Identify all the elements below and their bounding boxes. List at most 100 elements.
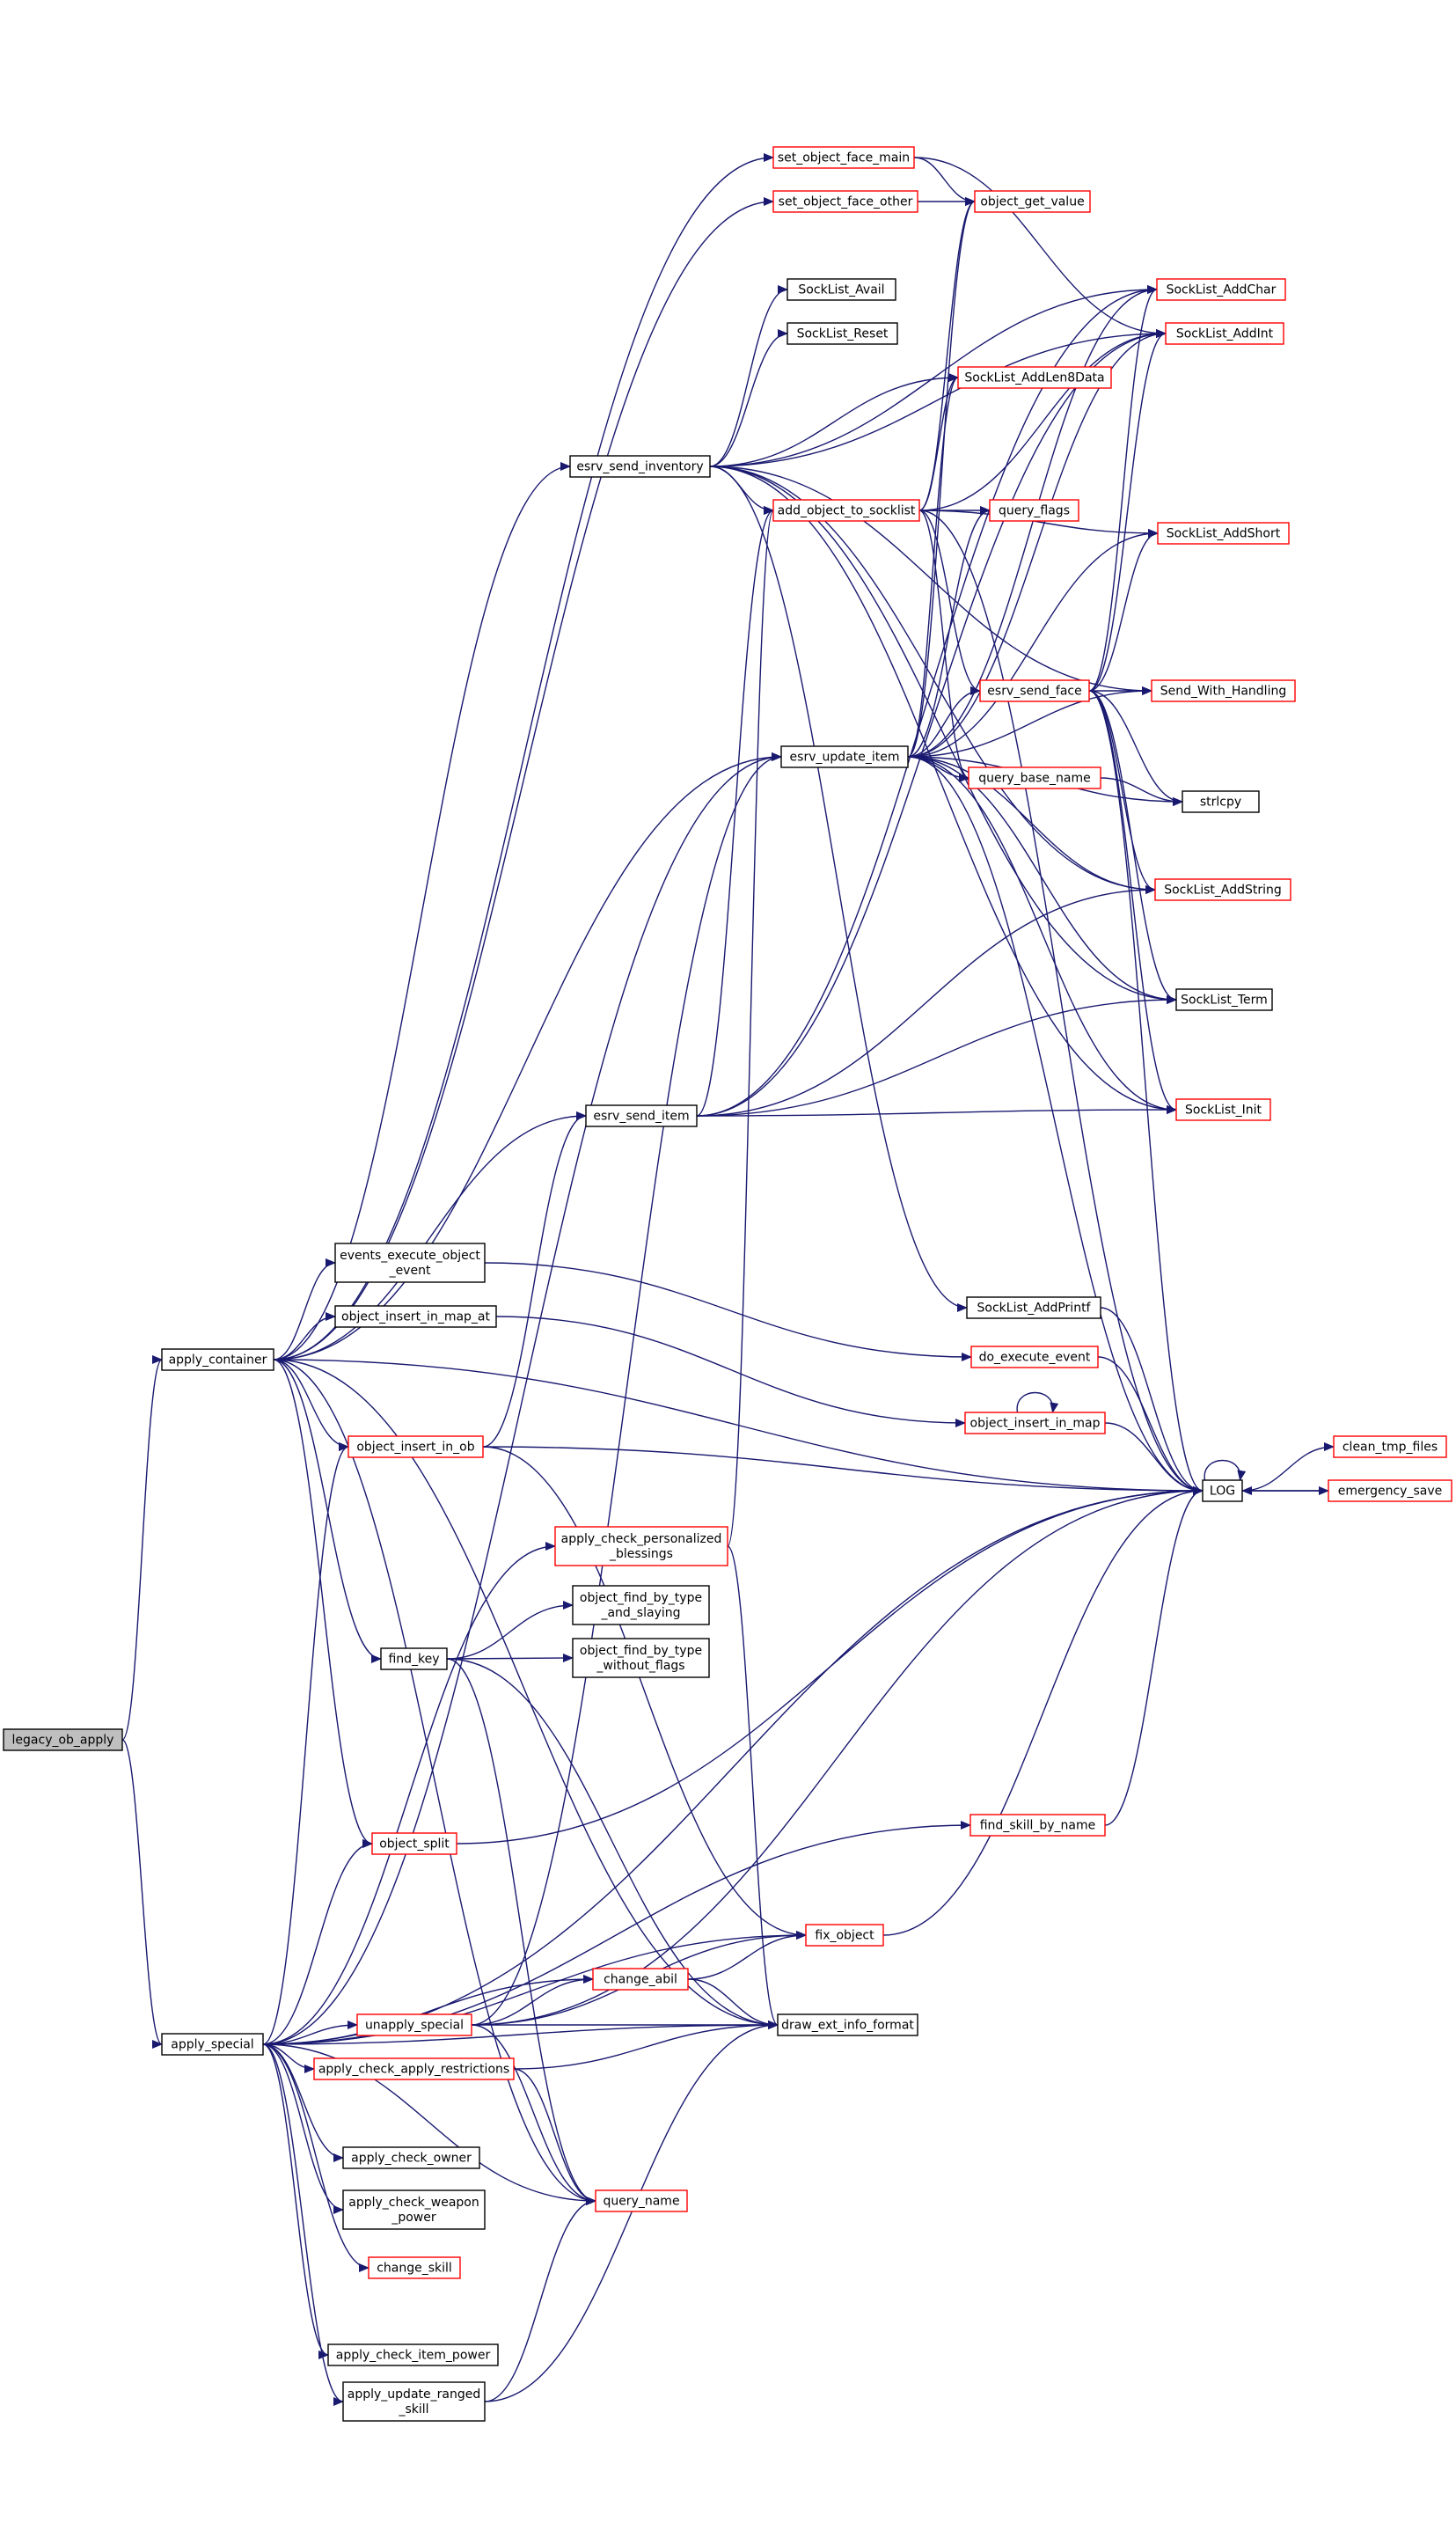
edge-esrv-send-face-to-socklist-term xyxy=(1088,690,1177,1004)
node-change-skill[interactable]: change_skill xyxy=(368,2256,461,2279)
node-strlcpy[interactable]: strlcpy xyxy=(1182,790,1260,813)
edge xyxy=(484,2197,596,2402)
edge xyxy=(907,686,1152,758)
node-emergency-save[interactable]: emergency_save xyxy=(1328,1479,1452,1502)
node-apply-special[interactable]: apply_special xyxy=(161,2033,264,2056)
node-socklist-avail[interactable]: SockList_Avail xyxy=(787,278,896,301)
node-log[interactable]: LOG xyxy=(1202,1479,1243,1502)
edges-layer xyxy=(121,153,1335,2406)
node-object-insert-in-map[interactable]: object_insert_in_map xyxy=(964,1412,1106,1434)
node-box xyxy=(780,745,909,768)
edge-esrv-send-face-to-socklist-addchar xyxy=(1088,285,1158,692)
node-socklist-init[interactable]: SockList_Init xyxy=(1175,1098,1271,1121)
edge xyxy=(687,1931,807,1980)
edge-apply-container-to-query-name xyxy=(273,1359,596,2205)
edge-find-key-to-object-find-by-type-and-slaying xyxy=(446,1601,574,1660)
node-socklist-addshort[interactable]: SockList_AddShort xyxy=(1157,522,1290,545)
node-unapply-special[interactable]: unapply_special xyxy=(356,2013,472,2036)
node-object-get-value[interactable]: object_get_value xyxy=(974,190,1091,213)
edge xyxy=(918,373,959,511)
node-clean-tmp-files[interactable]: clean_tmp_files xyxy=(1333,1435,1447,1458)
node-box xyxy=(772,146,915,169)
node-box xyxy=(554,1526,728,1566)
edge xyxy=(273,1359,373,1848)
node-events-execute-object-event[interactable]: events_execute_object_event xyxy=(334,1243,486,1283)
node-socklist-addlen8data[interactable]: SockList_AddLen8Data xyxy=(957,366,1112,389)
edge-apply-container-to-find-key xyxy=(273,1359,382,1663)
node-socklist-addint[interactable]: SockList_AddInt xyxy=(1165,322,1284,345)
node-apply-container[interactable]: apply_container xyxy=(161,1348,274,1371)
node-add-object-to-socklist[interactable]: add_object_to_socklist xyxy=(772,499,920,522)
edge-unapply-special-to-change-abil xyxy=(471,1975,594,2026)
node-apply-check-item-power[interactable]: apply_check_item_power xyxy=(327,2343,499,2366)
node-label: LOG xyxy=(1210,1485,1235,1499)
node-box xyxy=(595,2189,688,2212)
node-socklist-reset[interactable]: SockList_Reset xyxy=(787,322,898,345)
node-find-skill-by-name[interactable]: find_skill_by_name xyxy=(969,1814,1106,1837)
node-box xyxy=(787,278,896,301)
node-box xyxy=(356,2013,472,2036)
node-box xyxy=(371,1832,457,1855)
node-esrv-update-item[interactable]: esrv_update_item xyxy=(780,745,909,768)
edge xyxy=(1088,329,1167,692)
node-socklist-addchar[interactable]: SockList_AddChar xyxy=(1156,278,1286,301)
node-fix-object[interactable]: fix_object xyxy=(805,1924,884,1947)
node-label: apply_check_weapon xyxy=(348,2196,479,2210)
node-label: unapply_special xyxy=(365,2019,464,2033)
edge-apply-container-to-log xyxy=(273,1359,1204,1495)
edge-apply-container-to-esrv-send-inventory xyxy=(273,462,571,1361)
edge xyxy=(484,2021,779,2402)
node-query-name[interactable]: query_name xyxy=(595,2189,688,2212)
node-set-object-face-other[interactable]: set_object_face_other xyxy=(772,190,918,213)
node-object-find-by-type-without-flags[interactable]: object_find_by_type_without_flags xyxy=(572,1638,710,1678)
edge-apply-container-to-set-object-face-main xyxy=(273,153,774,1361)
node-label: apply_special xyxy=(171,2038,253,2052)
node-socklist-addprintf[interactable]: SockList_AddPrintf xyxy=(966,1296,1101,1319)
edge-esrv-send-inventory-to-socklist-addlen8data xyxy=(709,373,959,467)
edge xyxy=(907,756,1156,894)
node-box xyxy=(327,2343,499,2366)
edge-add-object-to-socklist-to-socklist-addshort xyxy=(918,510,1159,538)
edge-esrv-send-inventory-to-socklist-addstring xyxy=(709,466,1156,894)
node-esrv-send-inventory[interactable]: esrv_send_inventory xyxy=(569,455,711,478)
edge-log-to-clean-tmp-files xyxy=(1241,1442,1335,1492)
node-object-insert-in-ob[interactable]: object_insert_in_ob xyxy=(348,1435,484,1458)
edge xyxy=(273,1312,336,1361)
node-socklist-term[interactable]: SockList_Term xyxy=(1175,988,1273,1011)
edge xyxy=(1100,1307,1204,1495)
edge xyxy=(262,2043,344,2214)
node-draw-ext-info-format[interactable]: draw_ext_info_format xyxy=(777,2013,918,2036)
edge xyxy=(913,157,976,206)
edge-apply-check-personalized-blessings-to-add-object-to-socklist xyxy=(727,506,774,1547)
node-set-object-face-main[interactable]: set_object_face_main xyxy=(772,146,915,169)
node-apply-check-weapon-power[interactable]: apply_check_weapon_power xyxy=(342,2189,486,2230)
node-object-insert-in-map-at[interactable]: object_insert_in_map_at xyxy=(334,1305,497,1328)
node-apply-check-apply-restrictions[interactable]: apply_check_apply_restrictions xyxy=(313,2057,515,2080)
edge xyxy=(1104,1486,1204,1826)
node-query-flags[interactable]: query_flags xyxy=(989,499,1079,522)
edge xyxy=(273,462,571,1361)
node-change-abil[interactable]: change_abil xyxy=(592,1968,689,1991)
edge-add-object-to-socklist-to-socklist-addint xyxy=(918,329,1167,511)
node-do-execute-event[interactable]: do_execute_event xyxy=(970,1346,1099,1368)
node-esrv-send-face[interactable]: esrv_send_face xyxy=(979,679,1090,702)
edge-do-execute-event-to-log xyxy=(1097,1356,1204,1495)
node-box xyxy=(342,2381,486,2422)
node-object-split[interactable]: object_split xyxy=(371,1832,457,1855)
node-socklist-addstring[interactable]: SockList_AddString xyxy=(1154,878,1291,901)
edge-esrv-send-inventory-to-send-with-handling xyxy=(709,466,1152,695)
node-object-find-by-type-and-slaying[interactable]: object_find_by_type_and_slaying xyxy=(572,1585,710,1625)
node-find-key[interactable]: find_key xyxy=(380,1647,448,1670)
edge-unapply-special-to-query-name xyxy=(471,2024,596,2205)
edge-apply-container-to-draw-ext-info-format xyxy=(273,1359,779,2029)
node-apply-update-ranged-skill[interactable]: apply_update_ranged_skill xyxy=(342,2381,486,2422)
node-label: set_object_face_other xyxy=(779,195,913,209)
node-query-base-name[interactable]: query_base_name xyxy=(968,766,1101,789)
node-box xyxy=(1328,1479,1452,1502)
node-apply-check-personalized-blessings[interactable]: apply_check_personalized_blessings xyxy=(554,1526,728,1566)
node-send-with-handling[interactable]: Send_With_Handling xyxy=(1151,679,1296,702)
node-esrv-send-item[interactable]: esrv_send_item xyxy=(585,1104,698,1127)
edge xyxy=(1016,1391,1059,1413)
node-apply-check-owner[interactable]: apply_check_owner xyxy=(342,2146,480,2169)
node-box xyxy=(968,766,1101,789)
